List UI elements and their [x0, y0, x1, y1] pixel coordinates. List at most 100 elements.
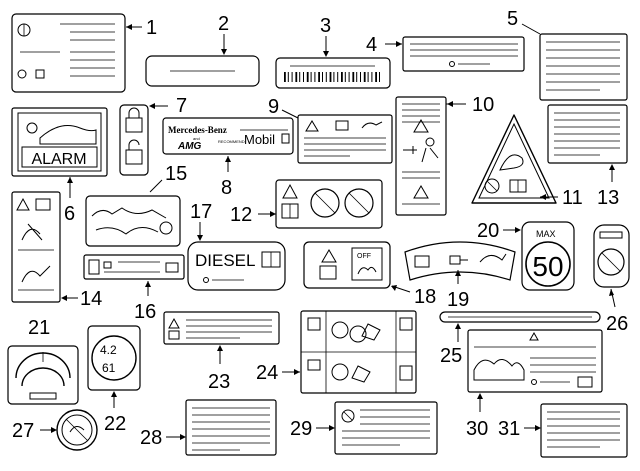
callout-5: 5 — [507, 8, 518, 30]
label-17: DIESEL — [187, 241, 286, 291]
label-25 — [439, 311, 601, 323]
callout-14: 14 — [80, 288, 102, 310]
label-14 — [11, 191, 61, 303]
callout-19: 19 — [447, 289, 469, 311]
callout-28: 28 — [140, 427, 162, 449]
label-21 — [7, 345, 79, 405]
brand-rec-text: RECOMMEND — [218, 139, 245, 144]
arrow-20 — [515, 227, 521, 233]
label-9 — [297, 114, 393, 164]
tire-a-text: 4.2 — [100, 343, 117, 357]
label-29 — [334, 401, 438, 455]
callout-12: 12 — [230, 204, 252, 226]
label-22: 4.2 61 — [87, 325, 141, 391]
arrow-19 — [455, 270, 461, 276]
callout-25: 25 — [440, 345, 462, 367]
off-text: OFF — [357, 253, 371, 260]
callout-29: 29 — [290, 418, 312, 440]
callout-17: 17 — [190, 201, 212, 223]
label-20: MAX 50 — [521, 221, 575, 291]
label-6: ALARM — [11, 107, 108, 177]
arrow-8 — [225, 156, 231, 162]
arrow-11 — [540, 194, 546, 200]
label-7 — [119, 104, 149, 176]
label-4 — [402, 36, 525, 72]
arrow-16 — [145, 281, 151, 287]
label-13 — [547, 104, 628, 164]
arrow-3 — [323, 51, 329, 57]
callout-9: 9 — [268, 96, 279, 118]
callout-27: 27 — [12, 420, 34, 442]
arrow-30 — [477, 393, 483, 399]
callout-31: 31 — [498, 418, 520, 440]
brand-b-text: AMG — [177, 141, 202, 152]
arrow-6 — [67, 177, 73, 183]
arrow-2 — [221, 49, 227, 55]
callout-4: 4 — [366, 34, 377, 56]
arrow-25 — [455, 323, 461, 329]
arrow-23 — [217, 345, 223, 351]
callout-22: 22 — [104, 413, 126, 435]
arrow-28 — [180, 434, 186, 440]
label-23 — [163, 311, 280, 345]
arrow-12 — [270, 211, 276, 217]
callout-2: 2 — [218, 13, 229, 35]
diesel-text: DIESEL — [195, 251, 255, 270]
label-12 — [275, 179, 383, 229]
arrow-22 — [111, 391, 117, 397]
arrow-4 — [396, 41, 402, 47]
arrow-10 — [447, 101, 453, 107]
callout-18: 18 — [414, 286, 436, 308]
arrow-1 — [126, 24, 132, 30]
leader-5 — [521, 23, 541, 35]
callout-20: 20 — [477, 220, 499, 242]
arrow-17 — [197, 235, 203, 241]
label-26 — [593, 224, 630, 288]
max-text: MAX — [536, 229, 556, 239]
callout-7: 7 — [176, 95, 187, 117]
callout-23: 23 — [208, 371, 230, 393]
label-24 — [300, 310, 417, 394]
arrow-13 — [609, 164, 615, 170]
label-18: OFF — [303, 241, 391, 289]
callout-15: 15 — [165, 163, 187, 185]
callout-3: 3 — [320, 15, 331, 37]
label-11 — [471, 114, 557, 204]
label-8: Mercedes-Benz and AMG RECOMMEND Mobil — [162, 117, 294, 155]
arrow-26 — [609, 289, 614, 296]
label-31 — [540, 403, 628, 458]
arrow-24 — [294, 369, 300, 375]
callout-8: 8 — [221, 177, 232, 199]
brand-a-text: Mercedes-Benz — [168, 125, 227, 135]
label-30 — [467, 329, 603, 393]
callout-13: 13 — [597, 187, 619, 209]
callout-1: 1 — [146, 17, 157, 39]
label-2 — [145, 55, 260, 87]
label-16 — [83, 254, 185, 280]
label-3 — [275, 57, 391, 89]
callout-30: 30 — [466, 418, 488, 440]
speed-text: 50 — [532, 251, 563, 282]
label-15 — [85, 195, 181, 247]
label-28 — [185, 399, 277, 456]
label-27 — [56, 409, 98, 451]
label-10 — [395, 96, 447, 216]
brand-c-text: Mobil — [244, 132, 275, 147]
callout-21: 21 — [28, 317, 50, 339]
arrow-29 — [329, 425, 335, 431]
callout-10: 10 — [472, 94, 494, 116]
leader-9 — [281, 109, 299, 119]
callout-24: 24 — [256, 362, 278, 384]
arrow-7 — [149, 103, 155, 109]
callout-6: 6 — [64, 203, 75, 225]
label-1 — [11, 13, 126, 93]
leader-15 — [149, 179, 163, 193]
arrow-18 — [391, 285, 397, 291]
tire-b-text: 61 — [102, 361, 116, 375]
arrow-31 — [535, 425, 541, 431]
arrow-14 — [61, 295, 67, 301]
label-19 — [404, 241, 516, 281]
arrow-27 — [51, 427, 57, 433]
alarm-text: ALARM — [31, 151, 86, 168]
